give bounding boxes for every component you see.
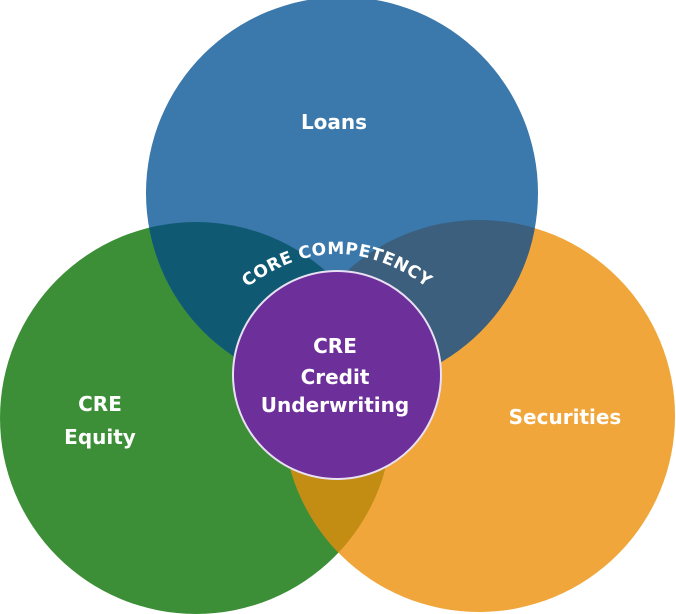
- cre-equity-label-line2: Equity: [64, 425, 136, 449]
- center-label-line3: Underwriting: [261, 393, 409, 417]
- securities-label: Securities: [509, 405, 622, 429]
- cre-equity-label-line1: CRE: [78, 392, 122, 416]
- cre-credit-underwriting-circle: [232, 270, 442, 480]
- loans-label: Loans: [301, 110, 367, 134]
- center-label-line1: CRE: [313, 334, 357, 358]
- center-label-line2: Credit: [301, 365, 370, 389]
